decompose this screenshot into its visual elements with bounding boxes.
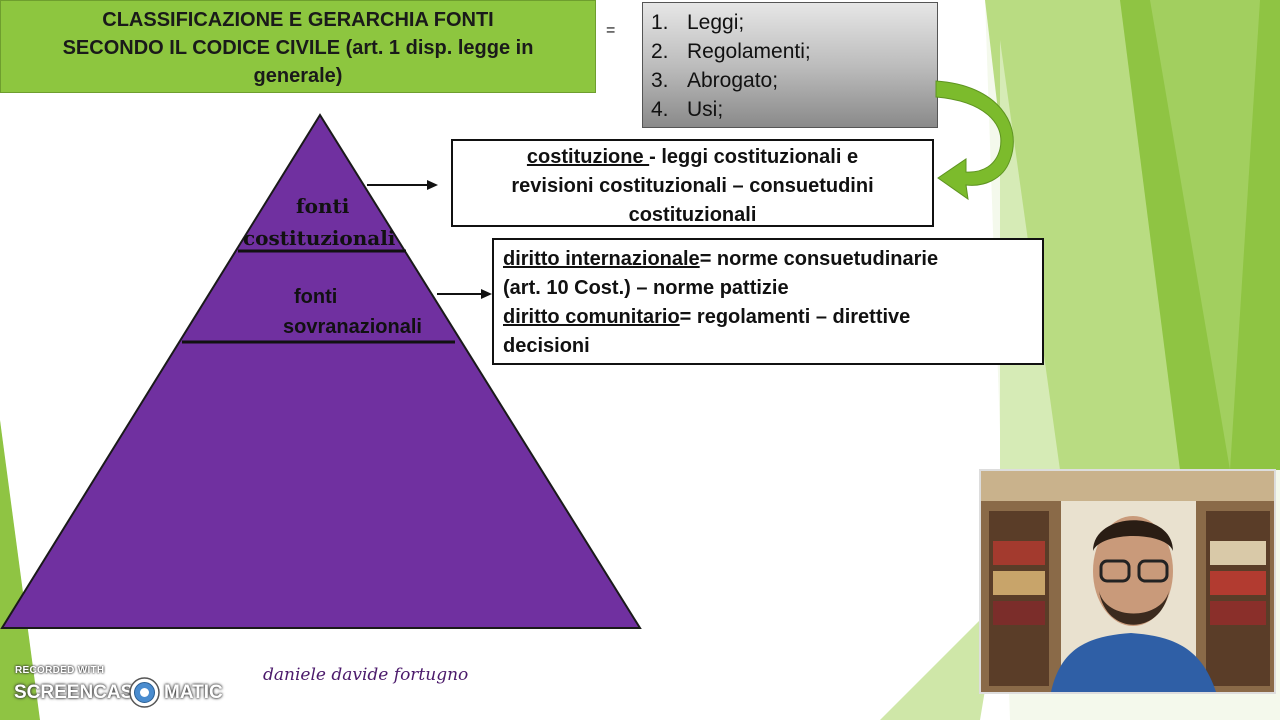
pyramid-shape bbox=[0, 113, 642, 629]
supranational-sources-box: diritto internazionale= norme consuetudi… bbox=[492, 238, 1044, 365]
constitution-line-1-text: - leggi costituzionali e bbox=[649, 146, 859, 168]
hierarchy-pyramid bbox=[0, 113, 642, 629]
matic-label: MATIC bbox=[164, 682, 223, 703]
list-item: 2. Regolamenti; bbox=[651, 37, 937, 66]
sources-list-box: 1. Leggi; 2. Regolamenti; 3. Abrogato; 4. Us… bbox=[642, 2, 938, 128]
list-item: 4. Usi; bbox=[651, 95, 937, 124]
list-item-label: Abrogato; bbox=[687, 69, 779, 92]
list-item-number: 3. bbox=[651, 69, 669, 92]
recorded-with-label: RECORDED WITH bbox=[15, 665, 105, 676]
pyramid-label-supranational-2: sovranazionali bbox=[283, 316, 422, 338]
slide-title: CLASSIFICAZIONE E GERARCHIA FONTI SECOND… bbox=[0, 0, 596, 93]
intl-line-3-text: = regolamenti – direttive bbox=[679, 306, 911, 328]
list-item-number: 4. bbox=[651, 98, 669, 121]
list-item: 3. Abrogato; bbox=[651, 66, 937, 95]
title-line-1: CLASSIFICAZIONE E GERARCHIA FONTI bbox=[102, 9, 494, 31]
pyramid-label-supranational-1: fonti bbox=[294, 286, 338, 308]
arrow-right-icon bbox=[367, 180, 438, 190]
curved-arrow-icon bbox=[935, 80, 1014, 201]
list-item-number: 2. bbox=[651, 40, 669, 63]
constitution-sources-box: costituzione - leggi costituzionali e re… bbox=[451, 139, 934, 227]
sources-list: 1. Leggi; 2. Regolamenti; 3. Abrogato; 4. Us… bbox=[651, 8, 937, 124]
list-item-number: 1. bbox=[651, 11, 669, 34]
intl-line-1: diritto internazionale= norme consuetudi… bbox=[503, 245, 1042, 274]
equals-sign: = bbox=[606, 22, 616, 39]
screencast-logo-icon bbox=[129, 677, 160, 708]
webcam-overlay bbox=[979, 469, 1276, 694]
intl-line-1-text: = norme consuetudinarie bbox=[699, 248, 939, 270]
community-law-term: diritto comunitario bbox=[503, 306, 680, 328]
constitution-line-1: costituzione - leggi costituzionali e bbox=[453, 143, 932, 172]
pyramid-label-constitutional-1: fonti bbox=[296, 194, 350, 218]
list-item-label: Usi; bbox=[687, 98, 724, 121]
constitution-term: costituzione bbox=[526, 146, 650, 168]
presenter-video-icon bbox=[981, 471, 1274, 692]
intl-line-3: diritto comunitario= regolamenti – diret… bbox=[503, 303, 1042, 332]
intl-line-2: (art. 10 Cost.) – norme pattizie bbox=[503, 277, 789, 299]
title-line-2: SECONDO IL CODICE CIVILE (art. 1 disp. l… bbox=[62, 37, 534, 59]
list-item: 1. Leggi; bbox=[651, 8, 937, 37]
pyramid-label-constitutional-2: costituzionali bbox=[243, 226, 396, 250]
constitution-line-2: revisioni costituzionali – consuetudini bbox=[511, 175, 874, 197]
constitution-line-3: costituzionali bbox=[628, 204, 757, 226]
intl-law-term: diritto internazionale bbox=[503, 248, 700, 270]
list-item-label: Regolamenti; bbox=[687, 40, 811, 63]
screencast-label: SCREENCAST bbox=[14, 682, 145, 703]
arrow-right-icon bbox=[437, 289, 492, 299]
title-line-3: generale) bbox=[253, 65, 343, 87]
intl-line-4: decisioni bbox=[503, 335, 590, 357]
list-item-label: Leggi; bbox=[687, 11, 745, 34]
author-signature: daniele davide fortugno bbox=[263, 665, 469, 685]
